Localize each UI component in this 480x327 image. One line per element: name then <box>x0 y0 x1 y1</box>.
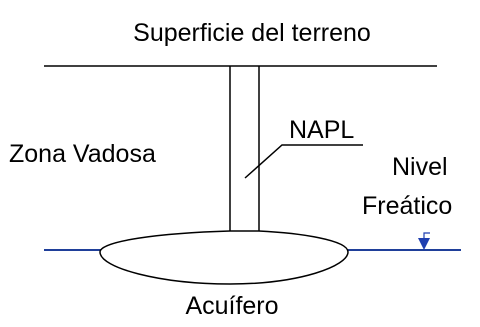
ground-surface-label: Superficie del terreno <box>133 19 371 47</box>
napl-pool <box>99 230 349 285</box>
water-table-label-line1: Nivel <box>392 153 448 181</box>
napl-leader-line <box>244 144 363 179</box>
water-table-label-line2: Freático <box>362 192 452 220</box>
water-table-marker-icon <box>418 232 430 250</box>
aquifer-label: Acuífero <box>185 292 278 320</box>
napl-label: NAPL <box>289 116 354 144</box>
vadose-zone-label: Zona Vadosa <box>9 140 156 168</box>
